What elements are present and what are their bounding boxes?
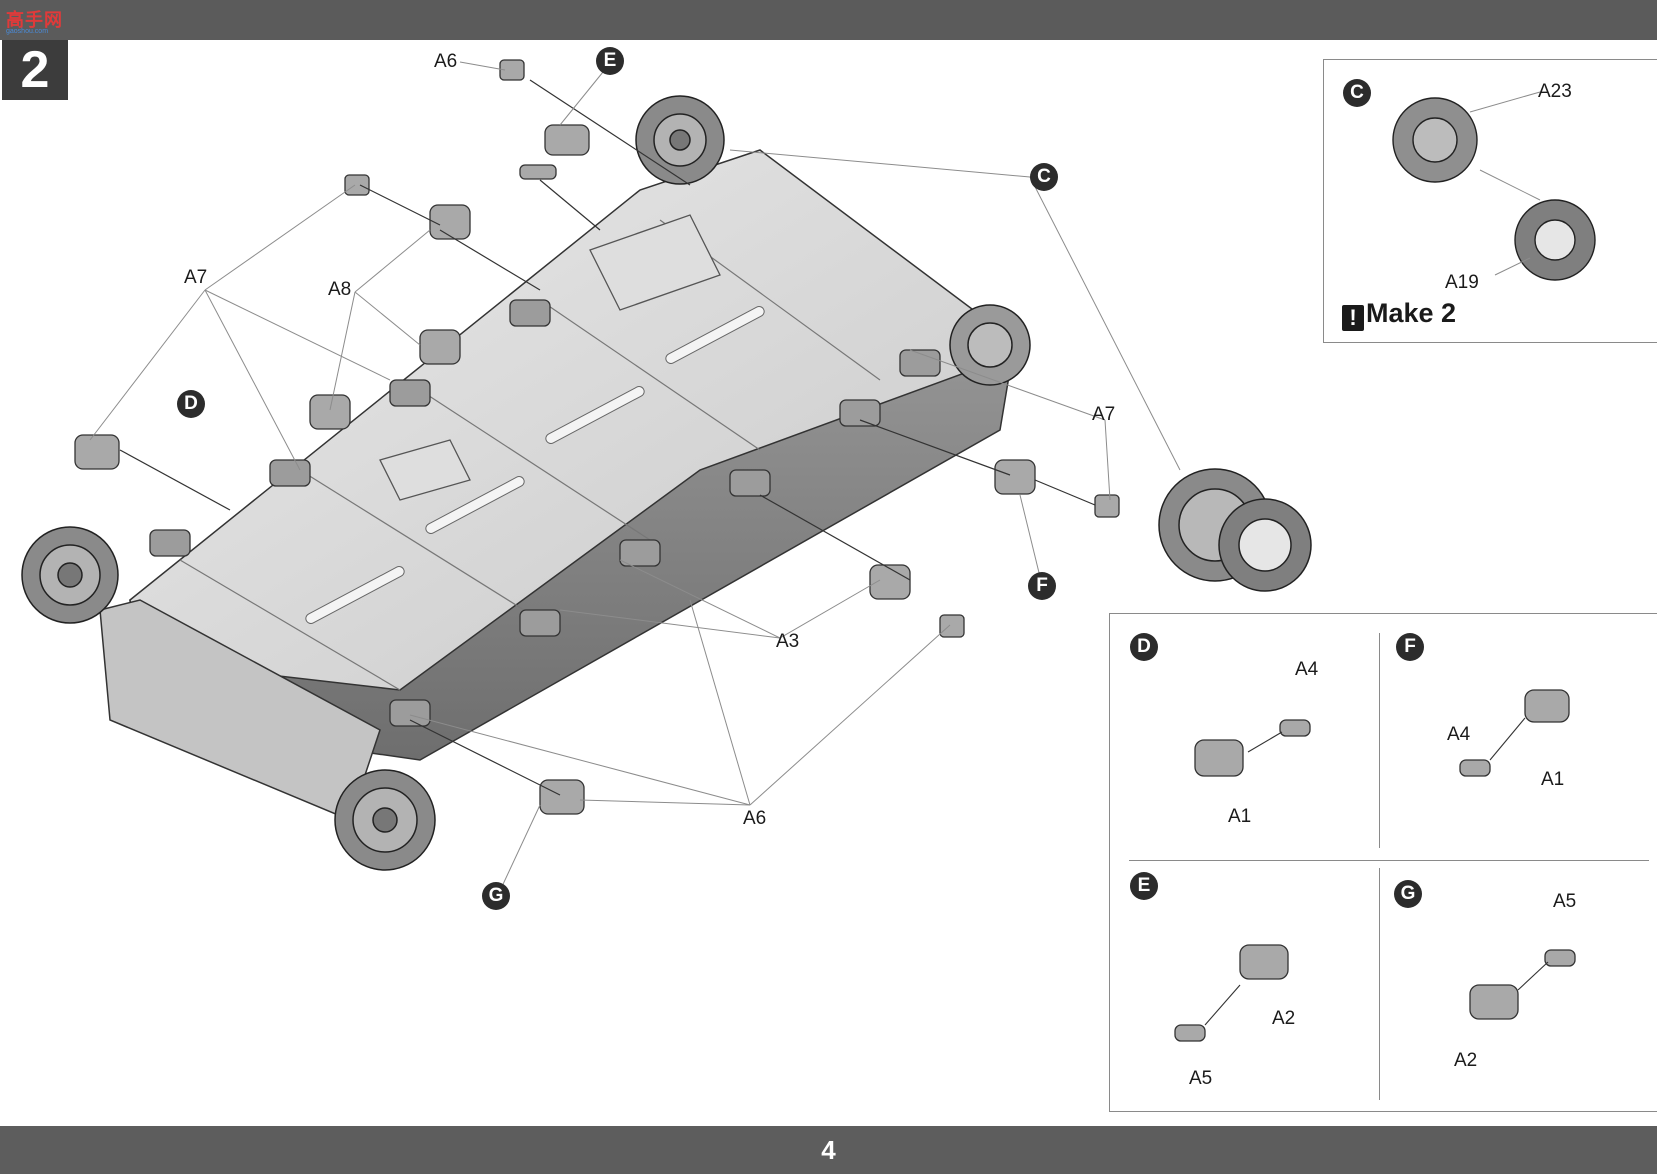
inset-f-label-a4: A4 — [1447, 724, 1471, 745]
inset-d-callout: D — [1130, 633, 1158, 661]
inset-divider-horizontal — [1129, 860, 1649, 861]
logo-text: 高手网 — [6, 10, 63, 30]
callout-c-main: C — [1030, 163, 1058, 191]
label-a7-left: A7 — [184, 267, 208, 288]
warning-icon: ! — [1342, 305, 1364, 331]
inset-d-label-a1: A1 — [1228, 806, 1252, 827]
inset-divider-vertical-bottom — [1379, 868, 1380, 1100]
inset-g-label-a5: A5 — [1553, 891, 1577, 912]
callout-g-main: G — [482, 882, 510, 910]
label-a6-bottom: A6 — [743, 808, 767, 829]
inset-e-callout: E — [1130, 872, 1158, 900]
inset-c-label-a19: A19 — [1445, 272, 1479, 293]
sprocket-exploded-right — [1158, 468, 1312, 592]
inset-c-label-a23: A23 — [1538, 81, 1572, 102]
inset-c-callout: C — [1343, 79, 1371, 107]
make-2-text: Make 2 — [1366, 298, 1457, 328]
make-2-note: !Make 2 — [1342, 298, 1456, 331]
label-a8: A8 — [328, 279, 352, 300]
inset-f-label-a1: A1 — [1541, 769, 1565, 790]
logo-subtext: gaoshou.com — [6, 28, 49, 35]
inset-divider-vertical-top — [1379, 633, 1380, 848]
step-number: 2 — [2, 40, 68, 100]
inset-e-label-a2: A2 — [1272, 1008, 1296, 1029]
callout-d-main: D — [177, 390, 205, 418]
top-band — [0, 0, 1657, 40]
inset-e-label-a5: A5 — [1189, 1068, 1213, 1089]
sprocket-top — [635, 95, 725, 185]
inset-f-callout: F — [1396, 633, 1424, 661]
label-a3: A3 — [776, 631, 800, 652]
inset-dfeg — [1109, 613, 1657, 1112]
sprocket-front-left — [21, 526, 119, 624]
inset-g-label-a2: A2 — [1454, 1050, 1478, 1071]
sprocket-rear-left — [334, 769, 436, 871]
inset-d-label-a4: A4 — [1295, 659, 1319, 680]
label-a7-right: A7 — [1092, 404, 1116, 425]
label-a6-top: A6 — [434, 51, 458, 72]
page-number: 4 — [821, 1135, 836, 1165]
inset-g-callout: G — [1394, 880, 1422, 908]
inset-c — [1323, 59, 1657, 343]
callout-f-main: F — [1028, 572, 1056, 600]
callout-e-main: E — [596, 47, 624, 75]
sprocket-hub-right — [949, 304, 1031, 386]
bottom-band — [0, 1126, 1657, 1174]
